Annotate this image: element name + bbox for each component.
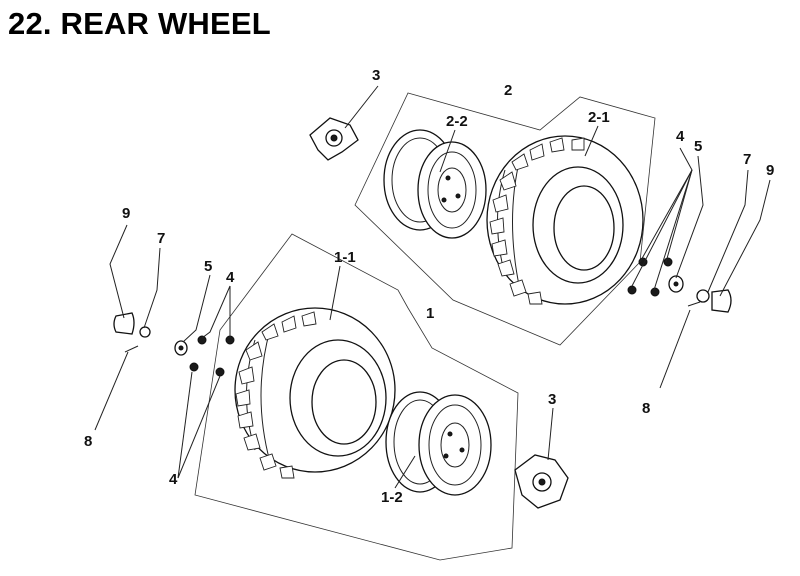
callout-7-left: 7 [157, 230, 165, 247]
hub-3-bottom [514, 454, 569, 509]
callout-3-top: 3 [372, 67, 380, 84]
callout-1-1: 1-1 [334, 249, 356, 266]
callout-9-right: 9 [766, 162, 774, 179]
callout-1: 1 [426, 305, 434, 322]
callout-1-2: 1-2 [381, 489, 403, 506]
callout-2: 2 [504, 82, 512, 99]
callout-7-right: 7 [743, 151, 751, 168]
callout-4-right: 4 [676, 128, 685, 145]
page-title: 22. REAR WHEEL [8, 6, 271, 41]
callout-9-left: 9 [122, 205, 130, 222]
callout-3-bottom: 3 [548, 391, 556, 408]
leader-lines [94, 85, 771, 489]
rim-2-2 [383, 129, 487, 239]
rim-1-2 [385, 391, 492, 496]
callout-5-right: 5 [694, 138, 702, 155]
callout-8-left: 8 [84, 433, 92, 450]
callout-2-1: 2-1 [588, 109, 610, 126]
callout-4-left-bottom: 4 [169, 471, 178, 488]
hub-3-top [309, 117, 359, 161]
hardware-left [113, 312, 235, 377]
tire-1-1 [234, 307, 396, 479]
hardware-right [627, 257, 732, 313]
callout-4-left-top: 4 [226, 269, 235, 286]
callout-8-right: 8 [642, 400, 650, 417]
callout-2-2: 2-2 [446, 113, 468, 130]
callout-5-left: 5 [204, 258, 212, 275]
tire-2-1 [486, 135, 644, 305]
